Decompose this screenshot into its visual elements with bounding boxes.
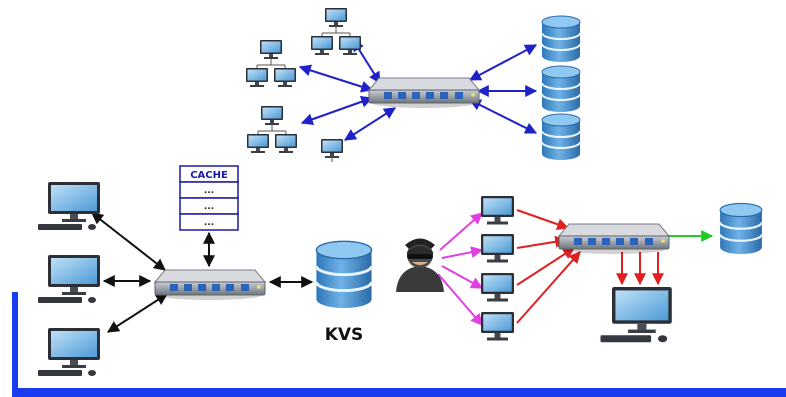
frame-left-bar [12, 292, 18, 397]
cache-stack: CACHE ... ... ... [179, 165, 239, 231]
cache-row: ... [204, 218, 214, 228]
network-switch-icon [558, 223, 670, 255]
link-pc3 [106, 293, 169, 333]
attack-link-out [516, 235, 568, 249]
link-top-db1 [468, 44, 538, 81]
attack-link-out [516, 251, 581, 324]
network-switch-icon [368, 77, 480, 109]
desktop-computer-icon [38, 182, 100, 230]
computer-group-icon [246, 40, 296, 87]
desktop-computer-icon [38, 328, 100, 376]
attack-link-in [441, 265, 484, 289]
small-computer-icon [481, 273, 514, 302]
database-icon [541, 65, 581, 113]
small-computer-icon [321, 139, 343, 162]
cache-title: CACHE [190, 170, 228, 181]
small-computer-icon [481, 312, 514, 341]
small-computer-icon [481, 196, 514, 225]
computer-group-icon [311, 8, 361, 55]
attack-network [396, 196, 763, 343]
database-icon [718, 202, 763, 256]
kvs-network: CACHE ... ... ... KVS [38, 165, 373, 376]
small-computer-icon [481, 234, 514, 263]
desktop-computer-icon [38, 255, 100, 303]
link-top-tree3 [300, 95, 374, 126]
cache-row: ... [204, 186, 214, 196]
attack-link-out [516, 247, 576, 286]
link-pc1 [91, 212, 166, 271]
top-network [246, 8, 581, 162]
database-icon [541, 15, 581, 63]
hacker-icon [396, 238, 444, 292]
database-icon [541, 113, 581, 161]
server-computer-icon [600, 287, 672, 343]
link-top-single [343, 107, 397, 141]
attack-link-in [441, 246, 484, 259]
link-top-db3 [468, 99, 538, 134]
attack-link-out [516, 209, 570, 231]
network-switch-icon [154, 269, 266, 301]
link-top-tree2 [298, 64, 374, 93]
kvs-database-icon [315, 239, 373, 310]
attack-link-in [439, 212, 483, 251]
cache-row: ... [204, 202, 214, 212]
frame-bottom-bar [12, 388, 786, 397]
computer-group-icon [247, 106, 297, 153]
kvs-label: KVS [325, 325, 364, 345]
attack-link-in [437, 273, 483, 326]
